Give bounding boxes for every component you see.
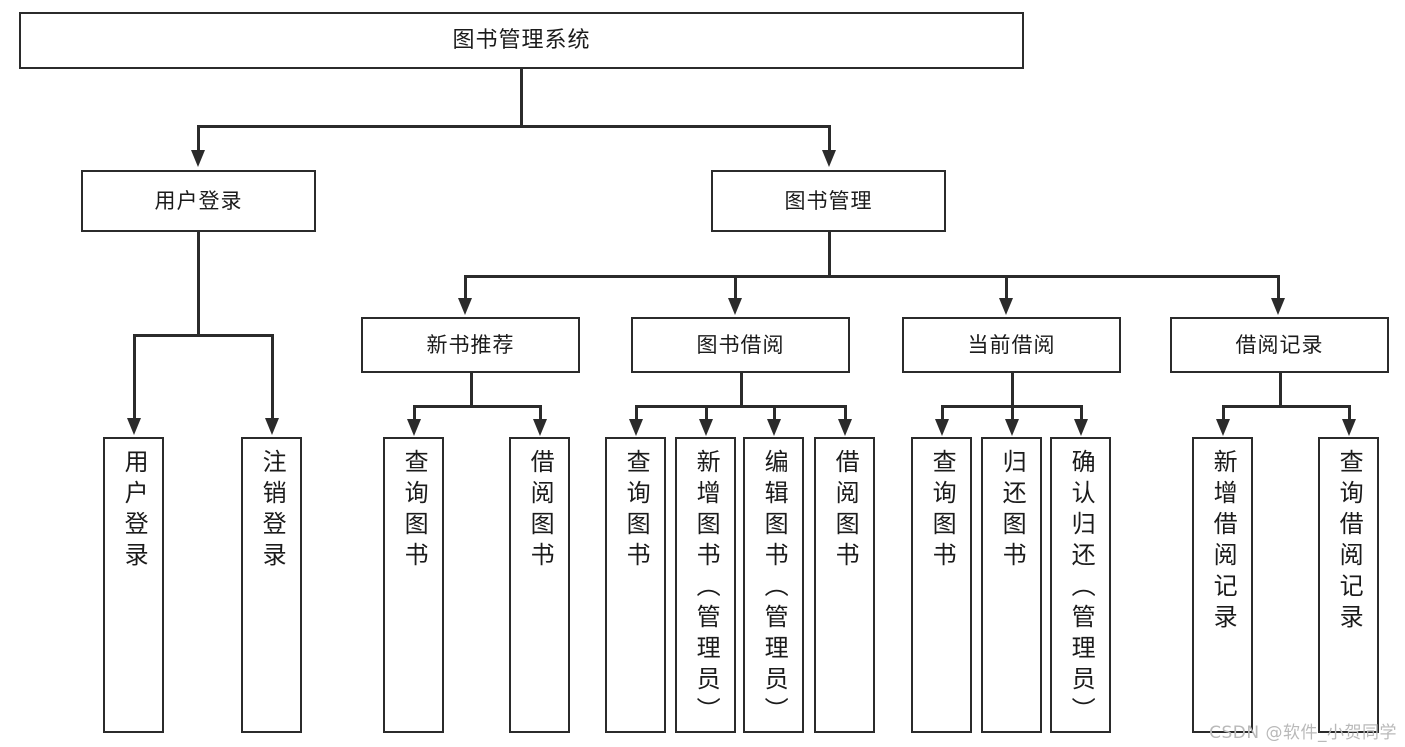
- connector-to-current-borrow: [1005, 275, 1008, 299]
- connector-current-borrow-drop-3: [1080, 405, 1083, 420]
- connector-level2-bus: [197, 125, 831, 128]
- arrow-book-borrow-leaf-1: [629, 419, 643, 436]
- node-borrow-record[interactable]: 借阅记录: [1170, 317, 1389, 373]
- leaf-book-borrow-borrow[interactable]: 借阅图书: [814, 437, 875, 733]
- leaf-book-borrow-add[interactable]: 新增图书（管理员）: [675, 437, 736, 733]
- node-label: 当前借阅: [967, 332, 1056, 357]
- connector-borrow-record-drop-1: [1222, 405, 1225, 420]
- node-label: 用户登录: [120, 449, 149, 573]
- node-label: 图书管理系统: [452, 27, 591, 53]
- connector-borrow-record-stem: [1279, 373, 1282, 406]
- node-current-borrow[interactable]: 当前借阅: [902, 317, 1121, 373]
- leaf-borrow-record-add[interactable]: 新增借阅记录: [1192, 437, 1253, 733]
- connector-book-borrow-drop-1: [635, 405, 638, 420]
- arrow-to-book-mgmt: [822, 150, 836, 167]
- arrow-current-borrow-leaf-1: [935, 419, 949, 436]
- node-book-borrow[interactable]: 图书借阅: [631, 317, 850, 373]
- leaf-borrow-record-query[interactable]: 查询借阅记录: [1318, 437, 1379, 733]
- connector-to-new-book: [464, 275, 467, 299]
- node-label: 图书管理: [784, 188, 873, 213]
- connector-new-book-drop-1: [413, 405, 416, 420]
- leaf-current-borrow-return[interactable]: 归还图书: [981, 437, 1042, 733]
- connector-level3-bus: [464, 275, 1280, 278]
- node-label: 查询图书: [622, 449, 651, 573]
- arrow-new-book-leaf-1: [407, 419, 421, 436]
- arrow-to-user-login: [191, 150, 205, 167]
- node-label: 用户登录: [154, 188, 243, 213]
- node-label: 新增借阅记录: [1209, 449, 1238, 635]
- connector-book-mgmt-stem: [828, 232, 831, 276]
- leaf-book-borrow-edit[interactable]: 编辑图书（管理员）: [743, 437, 804, 733]
- node-label: 借阅图书: [831, 449, 860, 573]
- connector-book-borrow-drop-4: [844, 405, 847, 420]
- connector-user-login-drop-2: [271, 334, 274, 419]
- arrow-to-borrow-record: [1271, 298, 1285, 315]
- node-label: 查询图书: [928, 449, 957, 573]
- node-label: 借阅记录: [1235, 332, 1324, 357]
- leaf-new-book-query[interactable]: 查询图书: [383, 437, 444, 733]
- arrow-book-borrow-leaf-4: [838, 419, 852, 436]
- connector-user-login-bus: [133, 334, 273, 337]
- node-label: 图书借阅: [696, 332, 785, 357]
- arrow-to-new-book: [458, 298, 472, 315]
- node-book-management[interactable]: 图书管理: [711, 170, 946, 232]
- connector-new-book-stem: [470, 373, 473, 406]
- arrow-borrow-record-leaf-1: [1216, 419, 1230, 436]
- arrow-book-borrow-leaf-3: [767, 419, 781, 436]
- node-label: 归还图书: [998, 449, 1027, 573]
- connector-borrow-record-bus: [1222, 405, 1350, 408]
- connector-new-book-bus: [413, 405, 541, 408]
- connector-root-stem: [520, 69, 523, 126]
- connector-book-borrow-bus: [635, 405, 847, 408]
- node-label: 确认归还（管理员）: [1067, 449, 1096, 728]
- arrow-user-login-leaf-1: [127, 418, 141, 435]
- node-user-login[interactable]: 用户登录: [81, 170, 316, 232]
- node-label: 查询借阅记录: [1335, 449, 1364, 635]
- node-label: 查询图书: [400, 449, 429, 573]
- connector-borrow-record-drop-2: [1348, 405, 1351, 420]
- connector-user-login-drop-1: [133, 334, 136, 419]
- connector-current-borrow-stem: [1011, 373, 1014, 406]
- arrow-to-book-borrow: [728, 298, 742, 315]
- leaf-book-borrow-query[interactable]: 查询图书: [605, 437, 666, 733]
- node-label: 新增图书（管理员）: [692, 449, 721, 728]
- arrow-to-current-borrow: [999, 298, 1013, 315]
- leaf-new-book-borrow[interactable]: 借阅图书: [509, 437, 570, 733]
- arrow-current-borrow-leaf-2: [1005, 419, 1019, 436]
- connector-new-book-drop-2: [539, 405, 542, 420]
- node-label: 新书推荐: [426, 332, 515, 357]
- node-label: 编辑图书（管理员）: [760, 449, 789, 728]
- leaf-current-borrow-confirm-return[interactable]: 确认归还（管理员）: [1050, 437, 1111, 733]
- connector-current-borrow-drop-2: [1011, 405, 1014, 420]
- connector-to-user-login: [197, 125, 200, 151]
- connector-book-borrow-stem: [740, 373, 743, 406]
- arrow-book-borrow-leaf-2: [699, 419, 713, 436]
- arrow-current-borrow-leaf-3: [1074, 419, 1088, 436]
- connector-to-borrow-record: [1277, 275, 1280, 299]
- connector-to-book-borrow: [734, 275, 737, 299]
- leaf-user-login-logout[interactable]: 注销登录: [241, 437, 302, 733]
- node-label: 注销登录: [258, 449, 287, 573]
- connector-user-login-stem: [197, 232, 200, 335]
- node-root-system[interactable]: 图书管理系统: [19, 12, 1024, 69]
- arrow-user-login-leaf-2: [265, 418, 279, 435]
- connector-book-borrow-drop-2: [705, 405, 708, 420]
- arrow-new-book-leaf-2: [533, 419, 547, 436]
- connector-to-book-mgmt: [828, 125, 831, 151]
- arrow-borrow-record-leaf-2: [1342, 419, 1356, 436]
- node-new-book-recommend[interactable]: 新书推荐: [361, 317, 580, 373]
- connector-book-borrow-drop-3: [773, 405, 776, 420]
- leaf-current-borrow-query[interactable]: 查询图书: [911, 437, 972, 733]
- leaf-user-login-login[interactable]: 用户登录: [103, 437, 164, 733]
- node-label: 借阅图书: [526, 449, 555, 573]
- connector-current-borrow-drop-1: [941, 405, 944, 420]
